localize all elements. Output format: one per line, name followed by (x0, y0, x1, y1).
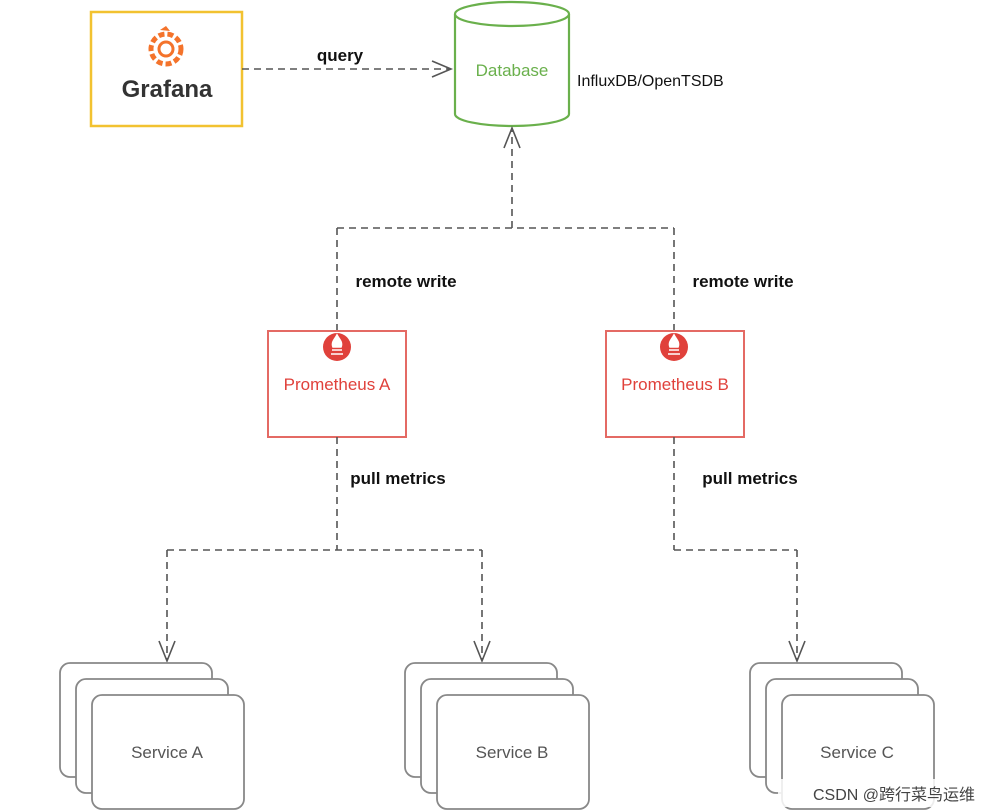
service-b-card-front (436, 694, 590, 810)
remote-write-edges (336, 125, 675, 331)
pull-metrics-a-edges (158, 437, 491, 664)
database-type-label: InfluxDB/OpenTSDB (577, 73, 724, 90)
prometheus-b-node: Prometheus B (605, 330, 745, 438)
database-cylinder-top (453, 0, 571, 28)
database-node: Database (453, 0, 571, 128)
prometheus-b-label: Prometheus B (621, 375, 729, 394)
prometheus-a-node: Prometheus A (267, 330, 407, 438)
watermark-backdrop (778, 779, 983, 807)
service-b-stack: Service B (404, 662, 590, 810)
prometheus-a-label: Prometheus A (284, 375, 391, 394)
service-b-arrowhead (473, 640, 491, 664)
service-a-card-front (91, 694, 245, 810)
prometheus-flame-icon (660, 333, 688, 361)
query-arrowhead (431, 60, 454, 78)
service-c-arrowhead (788, 640, 806, 664)
database-label: Database (476, 61, 549, 80)
grafana-label: Grafana (122, 76, 213, 103)
pull-metrics-b-label: pull metrics (702, 469, 797, 488)
service-c-label: Service C (820, 743, 894, 762)
query-edge (242, 60, 454, 78)
service-a-label: Service A (131, 743, 203, 762)
watermark: CSDN @跨行菜鸟运维 (813, 786, 975, 804)
remote-write-arrowhead (503, 125, 521, 149)
prometheus-flame-icon (323, 333, 351, 361)
service-b-label: Service B (476, 743, 549, 762)
query-label: query (317, 46, 364, 65)
grafana-logo-icon (148, 26, 184, 67)
service-a-arrowhead (158, 640, 176, 664)
service-a-stack: Service A (59, 662, 245, 810)
remote-write-a-label: remote write (355, 272, 456, 291)
pull-metrics-a-label: pull metrics (350, 469, 445, 488)
remote-write-b-label: remote write (692, 272, 793, 291)
grafana-box (89, 10, 244, 128)
grafana-node: Grafana (89, 10, 244, 128)
pull-metrics-b-edges (673, 437, 806, 664)
